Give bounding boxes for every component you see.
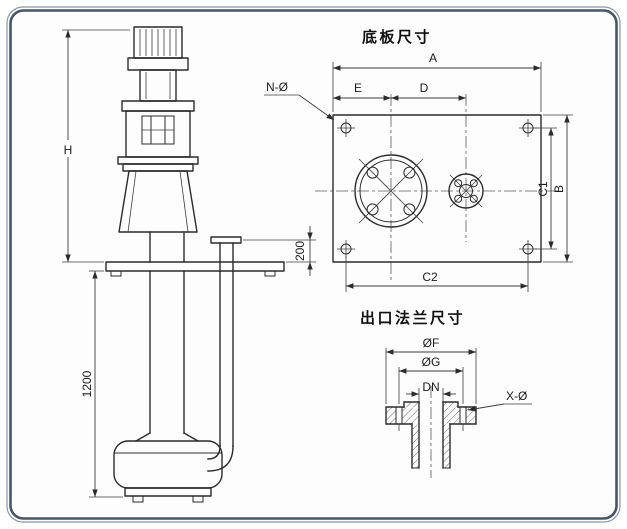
dim-E-D: E D — [333, 81, 466, 101]
dim-DN: DN — [406, 380, 456, 402]
dim-label-C1: C1 — [536, 181, 550, 197]
secondary-opening — [448, 173, 484, 209]
dim-B: B — [543, 114, 573, 263]
mounting-plate — [105, 261, 285, 272]
dim-label-E: E — [354, 81, 362, 95]
bolt-callout: X-Ø — [467, 389, 532, 412]
dim-label-B: B — [552, 185, 566, 193]
hole-callout: N-Ø — [264, 80, 335, 121]
dim-label-A: A — [429, 51, 437, 65]
base-plate-outline — [332, 114, 542, 263]
flange-outline — [385, 401, 477, 469]
base-plate-title: 底板尺寸 — [362, 28, 432, 46]
pump-side-view: H 1200 200 — [60, 26, 316, 503]
pump-opening — [354, 154, 428, 228]
dim-200: 200 — [243, 226, 316, 276]
bolt-count-label: X-Ø — [506, 389, 527, 403]
discharge-pipe — [207, 236, 242, 472]
corner-bolt-holes — [337, 119, 537, 258]
dim-C1: C1 — [535, 127, 557, 250]
dim-label-DN: DN — [422, 380, 439, 394]
hole-count-label: N-Ø — [266, 80, 288, 94]
dim-1200: 1200 — [80, 270, 123, 498]
coupling-window — [141, 115, 175, 145]
dim-OF: ØF — [385, 336, 477, 404]
motor-fins — [139, 29, 177, 56]
support-bell — [118, 170, 198, 233]
dim-label-OF: ØF — [423, 336, 440, 350]
pump-casing — [113, 432, 223, 503]
dim-label-1200: 1200 — [80, 370, 94, 397]
dim-OG: ØG — [398, 355, 464, 404]
page-border — [6, 6, 621, 523]
dim-label-C2: C2 — [422, 270, 438, 284]
dim-label-OG: ØG — [422, 355, 441, 369]
dim-label-D: D — [420, 81, 429, 95]
base-plate-top-view: 底板尺寸 — [264, 28, 573, 292]
outlet-flange-title: 出口法兰尺寸 — [360, 309, 465, 327]
dim-label-H: H — [64, 143, 73, 157]
outlet-flange-section: 出口法兰尺寸 — [360, 309, 532, 478]
dim-C2: C2 — [345, 256, 529, 292]
dim-label-200: 200 — [293, 241, 307, 261]
dim-H: H — [60, 29, 130, 263]
flange-section-hatch — [386, 402, 476, 468]
dim-A: A — [332, 51, 542, 112]
